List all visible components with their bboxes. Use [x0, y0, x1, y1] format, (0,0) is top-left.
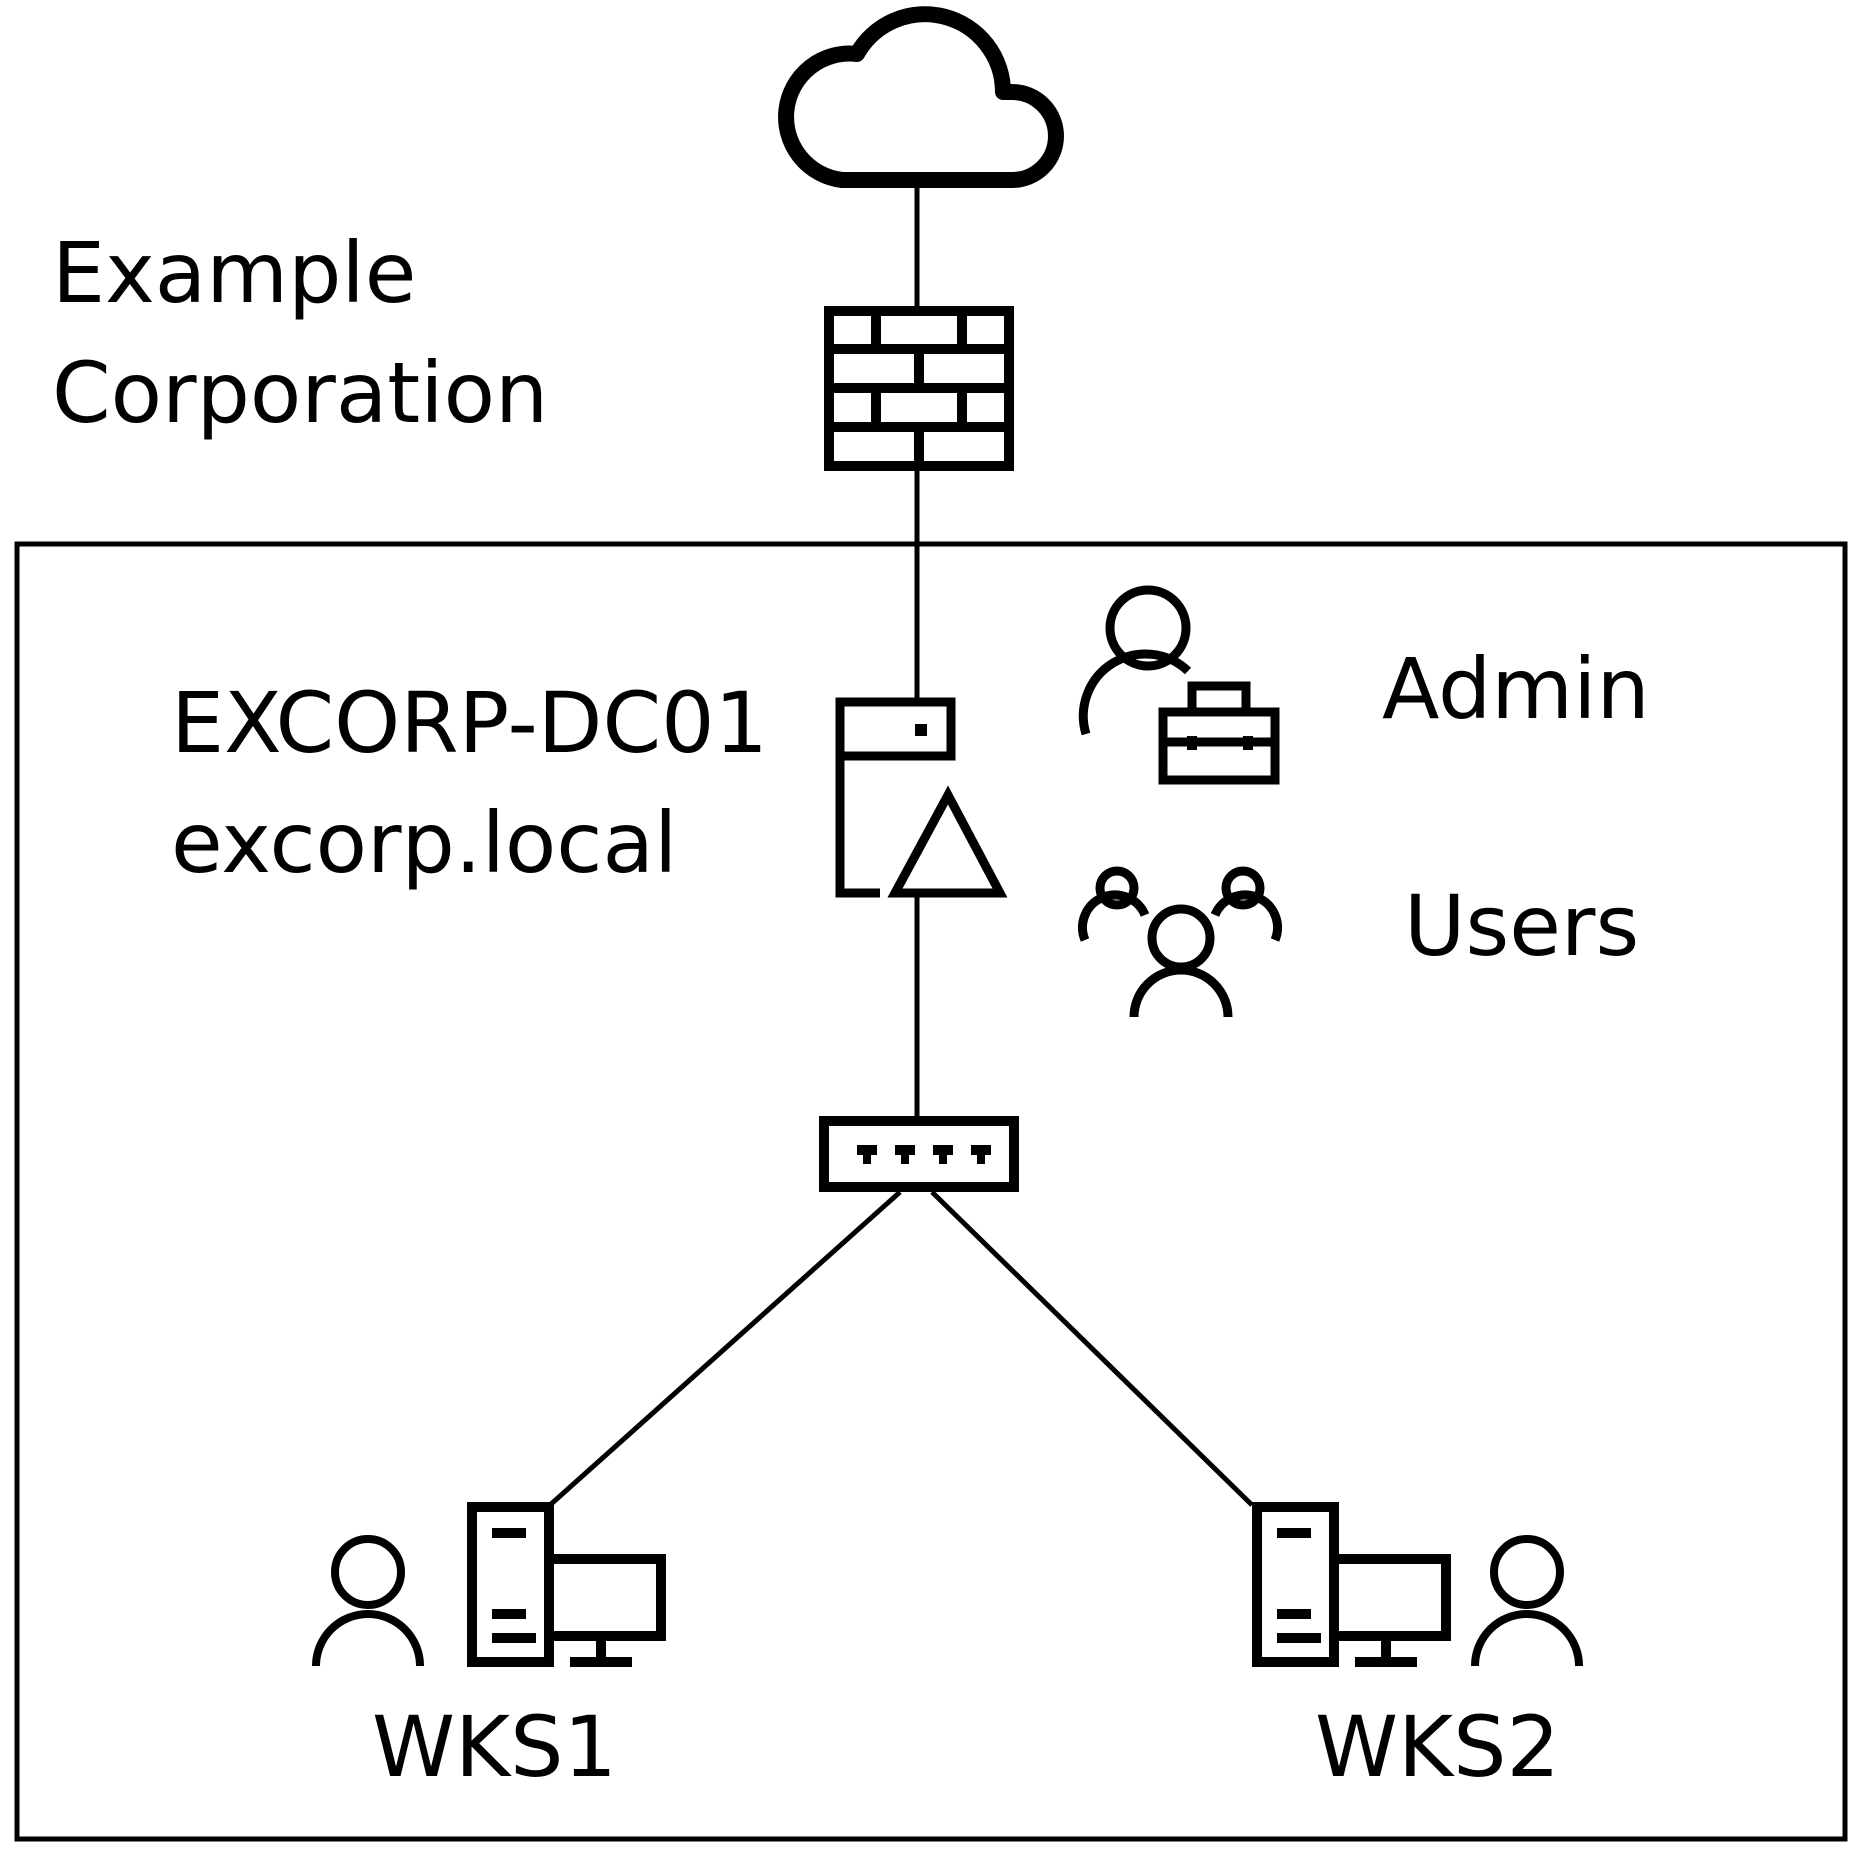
firewall-icon — [824, 306, 1014, 471]
workstation-icon — [1252, 1502, 1451, 1667]
wks2-label: WKS2 — [1315, 1698, 1560, 1796]
user-icon — [1471, 1535, 1583, 1667]
connections — [548, 187, 1254, 1507]
cloud-icon — [778, 6, 1064, 188]
org-name-line2: Corporation — [52, 344, 548, 442]
domain-controller-icon — [835, 697, 1008, 898]
admin-user-icon — [1078, 585, 1280, 785]
users-label: Users — [1404, 877, 1639, 975]
wks1-label: WKS1 — [372, 1698, 617, 1796]
user-icon — [312, 1535, 424, 1667]
admin-label: Admin — [1382, 640, 1650, 738]
dc-hostname: EXCORP-DC01 — [171, 674, 768, 772]
dc-domain: excorp.local — [171, 794, 677, 892]
link-switch-wks2 — [930, 1190, 1254, 1507]
workstation-icon — [467, 1502, 666, 1667]
org-name-line1: Example — [52, 224, 416, 322]
link-switch-wks1 — [548, 1190, 902, 1507]
users-group-icon — [1078, 866, 1282, 1018]
network-switch-icon — [819, 1116, 1019, 1192]
domain-boundary — [14, 541, 1848, 1842]
